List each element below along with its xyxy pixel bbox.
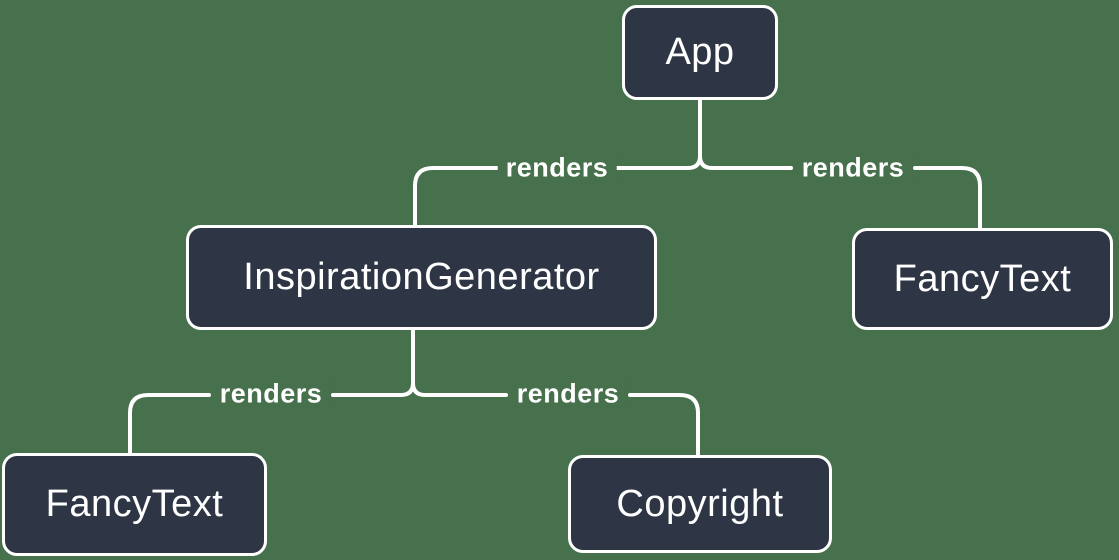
edge-label-renders-app-inspiration-generator: renders — [497, 152, 617, 184]
node-app-label: App — [665, 31, 735, 73]
node-copyright: Copyright — [568, 455, 832, 553]
node-inspiration-generator: InspirationGenerator — [186, 225, 657, 330]
node-fancy-text-top-label: FancyText — [893, 257, 1072, 300]
node-fancy-text-bottom-label: FancyText — [45, 483, 224, 525]
node-fancy-text-bottom: FancyText — [2, 453, 267, 556]
connector-app-fancy-text — [698, 98, 982, 230]
edge-label-renders-app-fancy-text: renders — [793, 152, 913, 184]
connector-inspiration-generator-copyright — [411, 328, 700, 457]
node-inspiration-generator-label: InspirationGenerator — [243, 256, 600, 298]
node-app: App — [622, 5, 778, 100]
edge-label-renders-inspiration-generator-copyright: renders — [508, 378, 628, 410]
node-copyright-label: Copyright — [616, 482, 784, 525]
edge-label-renders-inspiration-generator-fancy-text: renders — [211, 378, 331, 410]
node-fancy-text-top: FancyText — [852, 228, 1113, 330]
